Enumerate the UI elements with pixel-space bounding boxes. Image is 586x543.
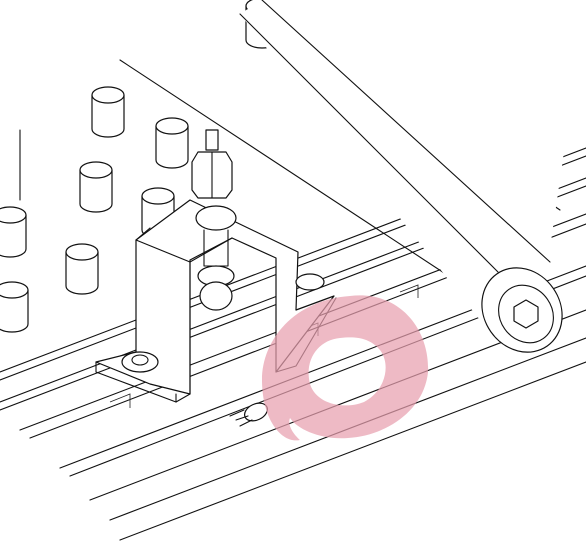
plate-bump-icon [0,206,27,258]
hex-socket-icon [513,299,539,329]
u-bracket [95,199,337,403]
plate-bump-icon [91,86,125,138]
threaded-rod [191,129,237,311]
plate-bump-icon [79,161,113,213]
clamp-nut-icon [199,281,233,311]
base-bolt-icon [121,351,159,373]
plate-bump-icon [65,243,99,295]
roller-bar [239,0,586,353]
set-screw [229,402,268,427]
plate-bump-icon [0,281,29,333]
highlight-marker [262,295,429,441]
side-bolt-icon [295,273,325,291]
plate-bump-icon [155,117,189,169]
